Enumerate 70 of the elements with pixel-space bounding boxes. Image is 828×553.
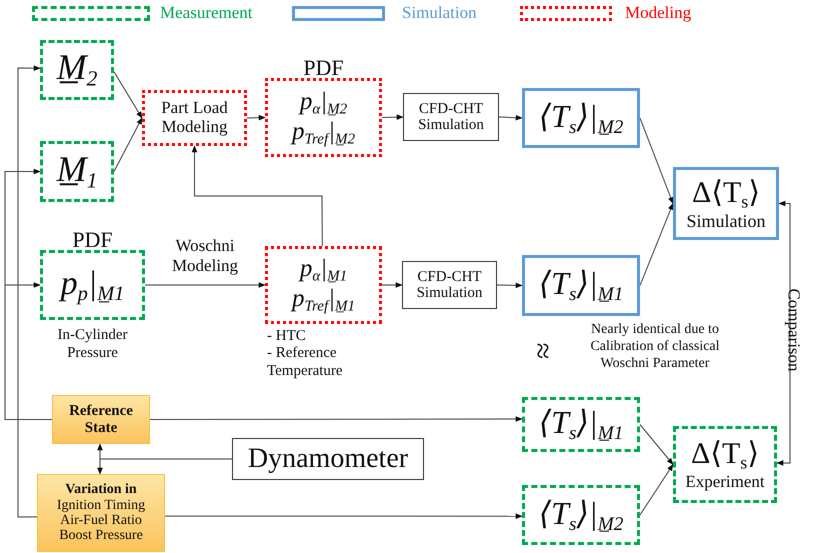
modeling-box bbox=[265, 246, 382, 324]
caption-text: - Reference Temperature bbox=[267, 344, 344, 380]
measurement-box bbox=[40, 141, 114, 202]
box-text: Simulation bbox=[686, 212, 766, 232]
measurement-box bbox=[522, 397, 640, 452]
approx-sign: ≈ bbox=[525, 342, 560, 360]
simulation-box bbox=[522, 255, 640, 316]
formula-text: ⟨T$_{s}$⟩|$_{M̲2}$ bbox=[538, 98, 624, 138]
arrow bbox=[246, 114, 266, 120]
box-text: Δ⟨T$_{s}$⟩ bbox=[690, 437, 760, 474]
box-text: Reference State bbox=[68, 403, 134, 436]
measurement-box bbox=[522, 485, 640, 545]
arrow bbox=[164, 513, 523, 519]
process-box bbox=[232, 438, 424, 480]
measurement-box bbox=[40, 40, 114, 100]
formula-text: M̲$_{1}$ bbox=[56, 150, 98, 194]
arrow bbox=[114, 117, 142, 172]
process-box bbox=[402, 261, 497, 309]
arrow bbox=[18, 65, 41, 518]
arrow bbox=[640, 424, 674, 466]
box-heading: PDF bbox=[71, 228, 114, 252]
measurement-box bbox=[673, 426, 777, 503]
edge-label: Woschni Modeling bbox=[170, 236, 240, 277]
arrow bbox=[4, 282, 52, 420]
formula-text: p$_{α}$|$_{M̲1}$ bbox=[300, 255, 348, 285]
simulation-box bbox=[522, 88, 640, 148]
arrow bbox=[192, 145, 323, 246]
box-text: CFD-CHT Simulation bbox=[416, 268, 484, 302]
formula-text: ⟨T$_{s}$⟩|$_{M̲1}$ bbox=[538, 405, 624, 444]
box-text: Dynamometer bbox=[248, 444, 408, 474]
arrow bbox=[640, 118, 674, 204]
process-box bbox=[403, 93, 499, 141]
box-text: Experiment bbox=[685, 473, 765, 492]
legend-text: Measurement bbox=[160, 3, 253, 23]
box-text: CFD-CHT Simulation bbox=[417, 100, 485, 134]
box-heading: PDF bbox=[302, 56, 345, 80]
box-text: Boost Pressure bbox=[59, 528, 143, 544]
formula-text: p$_{α}$|$_{M̲2}$ bbox=[300, 88, 348, 118]
formula-text: ⟨T$_{s}$⟩|$_{M̲2}$ bbox=[538, 496, 624, 534]
arrow bbox=[114, 71, 142, 119]
arrow bbox=[496, 282, 523, 288]
arrow bbox=[640, 464, 674, 516]
formula-text: M̲$_{2}$ bbox=[56, 48, 98, 92]
arrow bbox=[97, 458, 232, 475]
edge-label: Comparison bbox=[784, 288, 804, 372]
note-text: Nearly identical due to Calibration of classical Woschni Parameter bbox=[589, 322, 721, 372]
arrow bbox=[382, 114, 404, 120]
arrow bbox=[382, 282, 403, 288]
legend-text: Simulation bbox=[402, 3, 477, 23]
legend-text: Modeling bbox=[625, 3, 692, 23]
box-text: Ignition Timing bbox=[56, 498, 146, 513]
arrow bbox=[150, 416, 523, 422]
caption-text: In-Cylinder Pressure bbox=[56, 326, 128, 362]
caption-text: - HTC bbox=[267, 327, 307, 345]
input-box bbox=[52, 395, 150, 444]
box-text: Air-Fuel Ratio bbox=[60, 513, 142, 528]
formula-text: p$_{p}$|$_{M̲1}$ bbox=[60, 264, 124, 306]
formula-text: p$_{Tref}$|$_{M̲2}$ bbox=[292, 118, 355, 148]
arrow bbox=[776, 200, 790, 466]
box-text: Part Load Modeling bbox=[160, 99, 229, 137]
box-text: Variation in bbox=[65, 482, 137, 498]
box-text: Δ⟨T$_{s}$⟩ bbox=[692, 176, 760, 212]
input-box bbox=[37, 474, 165, 552]
formula-text: p$_{Tref}$|$_{M̲1}$ bbox=[292, 285, 355, 315]
arrow bbox=[144, 282, 266, 288]
modeling-box bbox=[142, 90, 247, 146]
simulation-box bbox=[673, 167, 779, 240]
formula-text: ⟨T$_{s}$⟩|$_{M̲1}$ bbox=[538, 266, 624, 305]
arrow bbox=[640, 202, 674, 286]
arrow bbox=[498, 114, 523, 121]
